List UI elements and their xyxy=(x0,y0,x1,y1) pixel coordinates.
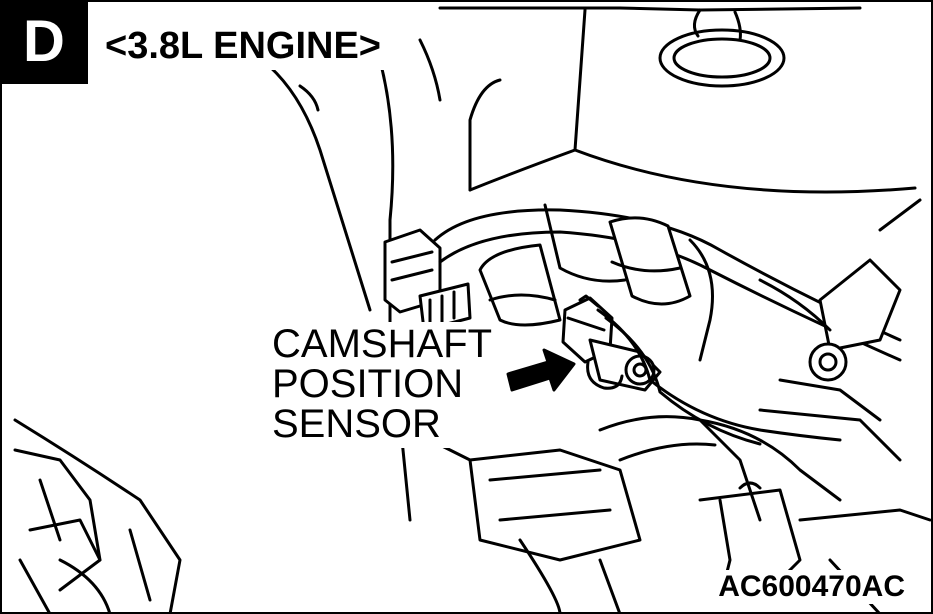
lower-left-component-drawing xyxy=(13,418,182,614)
wiring-connector-drawing xyxy=(383,228,472,332)
view-letter-badge: D xyxy=(0,0,88,84)
lower-assembly-drawing xyxy=(428,438,932,614)
bracket-drawing xyxy=(758,198,922,422)
engine-cover-drawing xyxy=(438,6,917,194)
camshaft-sensor-drawing xyxy=(561,294,842,446)
figure-code: AC600470AC xyxy=(714,570,909,604)
pointer-arrow xyxy=(506,348,576,392)
callout-line-3: SENSOR xyxy=(272,402,441,446)
callout-line-1: CAMSHAFT xyxy=(272,322,492,366)
engine-variant-title: <3.8L ENGINE> xyxy=(103,22,387,70)
wiring-harness-drawing xyxy=(433,203,902,362)
component-callout-label: CAMSHAFT POSITION SENSOR xyxy=(272,322,498,448)
callout-line-2: POSITION xyxy=(272,362,464,406)
